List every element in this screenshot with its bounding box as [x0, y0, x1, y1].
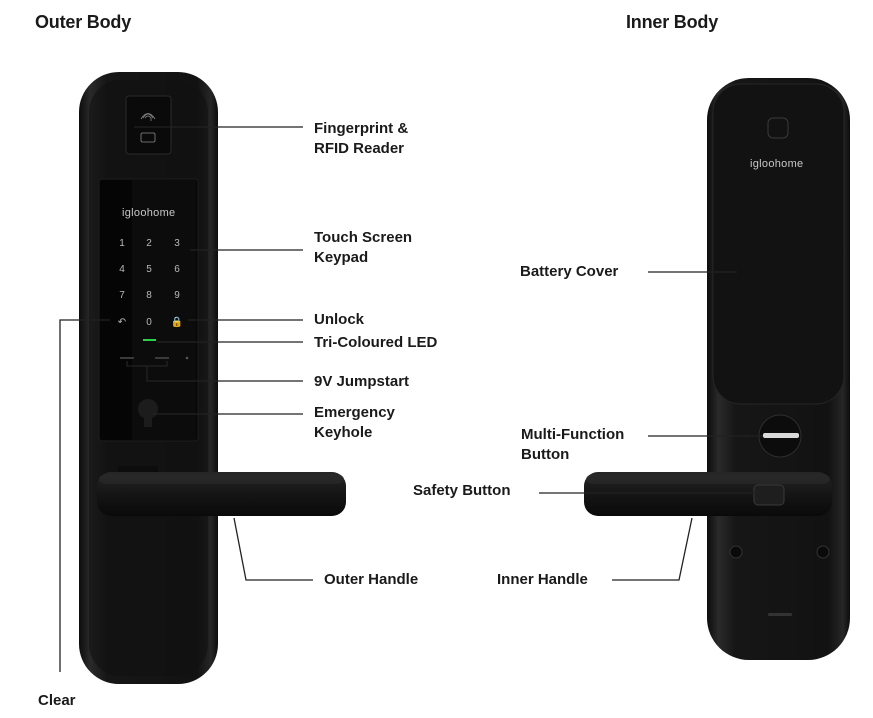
inner-body-heading: Inner Body	[626, 12, 719, 32]
label-keyhole-line1: Emergency	[314, 404, 395, 421]
keypad-key: 4	[119, 264, 125, 275]
inner-indicator	[767, 117, 789, 139]
screw-right	[816, 545, 830, 559]
keypad-key: ↶	[118, 317, 126, 328]
label-outer-handle: Outer Handle	[324, 571, 419, 588]
keypad-keys: 1 2 3 4 5 6 7 8 9 ↶ 0 🔒	[118, 238, 183, 328]
keypad-key: 7	[119, 290, 125, 301]
label-led: Tri-Coloured LED	[314, 334, 438, 351]
keypad-key: 1	[119, 238, 125, 249]
inner-brand-logo: igloohome	[750, 158, 803, 170]
touch-screen-panel	[98, 178, 199, 442]
label-jumpstart: 9V Jumpstart	[314, 373, 410, 390]
jumpstart-terminal-left	[120, 357, 134, 359]
fingerprint-reader	[125, 95, 172, 155]
jumpstart-terminal-right	[155, 357, 169, 359]
label-multi-function-line1: Multi-Function	[521, 426, 625, 443]
leader-jumpstart	[126, 361, 303, 382]
leader-lines	[59, 126, 763, 672]
keypad-key: 6	[174, 264, 180, 275]
outer-handle-shape	[97, 466, 346, 516]
keypad-key: 0	[146, 317, 152, 328]
label-fingerprint-line1: Fingerprint &	[314, 120, 409, 137]
keypad-key: 8	[146, 290, 152, 301]
outer-body: igloohome 1 2 3 4 5 6 7 8 9 ↶ 0 🔒	[79, 72, 346, 684]
leader-outer-handle	[233, 517, 313, 581]
keypad-key: 9	[174, 290, 180, 301]
label-multi-function-line2: Button	[521, 446, 570, 463]
tri-coloured-led	[143, 339, 156, 341]
inner-handle-shape	[584, 472, 832, 516]
keypad-key: 2	[146, 238, 152, 249]
label-touchscreen: Touch Screen Keypad	[314, 228, 412, 268]
label-keyhole-line2: Keyhole	[314, 424, 373, 441]
battery-cover-shape	[712, 83, 845, 405]
leader-inner-handle	[612, 517, 693, 581]
keypad-key: 5	[146, 264, 152, 275]
label-safety-button: Safety Button	[413, 482, 511, 499]
label-keyhole: Emergency Keyhole	[314, 403, 395, 443]
outer-brand-logo: igloohome	[122, 207, 175, 219]
label-inner-handle: Inner Handle	[497, 571, 588, 588]
label-touchscreen-line2: Keypad	[314, 249, 369, 266]
label-battery-cover: Battery Cover	[520, 263, 619, 280]
label-touchscreen-line1: Touch Screen	[314, 229, 413, 246]
fingerprint-icon	[140, 113, 156, 121]
safety-button-shape	[753, 484, 785, 506]
label-unlock: Unlock	[314, 311, 365, 328]
rfid-icon	[140, 132, 156, 143]
bottom-slot	[768, 613, 792, 616]
screw-left	[729, 545, 743, 559]
keypad-key: 3	[174, 238, 180, 249]
label-multi-function: Multi-Function Button	[521, 425, 624, 465]
inner-body: igloohome	[584, 78, 850, 660]
keypad-key: 🔒	[171, 316, 183, 328]
label-fingerprint-line2: RFID Reader	[314, 140, 405, 157]
label-fingerprint: Fingerprint & RFID Reader	[314, 119, 408, 159]
reset-pinhole	[185, 356, 189, 360]
leader-clear	[59, 319, 110, 672]
outer-body-heading: Outer Body	[35, 12, 132, 32]
label-clear: Clear	[38, 692, 76, 709]
